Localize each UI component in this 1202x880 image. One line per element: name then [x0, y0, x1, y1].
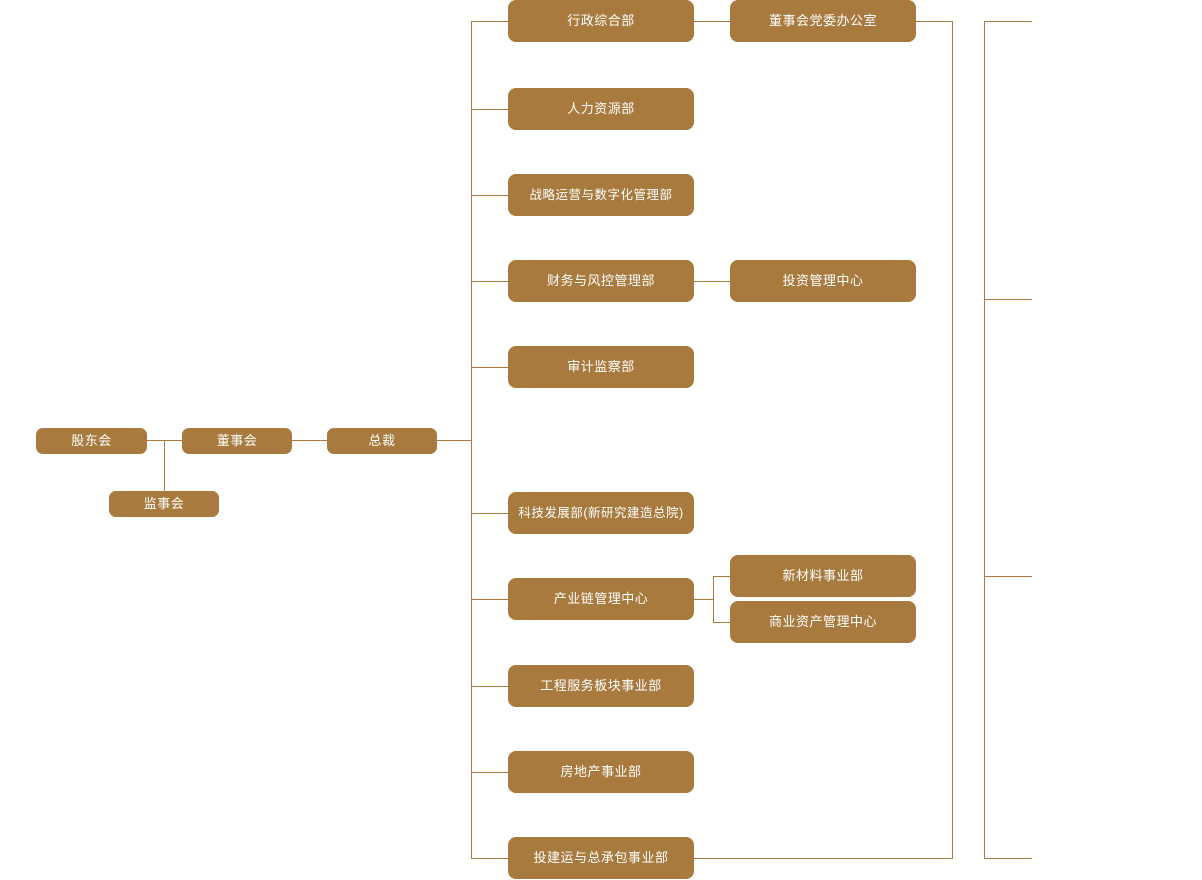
node-president[interactable]: 总裁 [327, 428, 437, 454]
bracket-outer-stub-bottom [984, 858, 1032, 859]
bracket-inner-top-stub [916, 21, 953, 22]
connector-spine-to-dept-1 [471, 21, 509, 22]
connector-dept4-to-investment-center [694, 281, 731, 282]
bracket-inner-bottom-stub [694, 858, 953, 859]
node-upper-dept-2[interactable]: 人力资源部 [508, 88, 694, 130]
node-board-party-office[interactable]: 董事会党委办公室 [730, 0, 916, 42]
node-investment-management-center[interactable]: 投资管理中心 [730, 260, 916, 302]
connector-spine-to-dept-5 [471, 367, 509, 368]
connector-spine-to-dept-9 [471, 772, 509, 773]
connector-spine-to-dept-6 [471, 513, 509, 514]
connector-dept1-to-party-office [694, 21, 731, 22]
node-upper-dept-5[interactable]: 审计监察部 [508, 346, 694, 388]
node-upper-dept-3[interactable]: 战略运营与数字化管理部 [508, 174, 694, 216]
connector-supplychain-riser [713, 576, 714, 623]
connector-shareholders-to-board [147, 440, 183, 441]
connector-spine-to-dept-4 [471, 281, 509, 282]
bracket-outer-stub-upper-mid [984, 299, 1032, 300]
bracket-outer-stub-lower-mid [984, 576, 1032, 577]
connector-board-to-president [291, 440, 328, 441]
connector-supplychain-to-asset-center [713, 622, 731, 623]
bracket-outer-spine [984, 21, 985, 859]
connector-spine-to-dept-8 [471, 686, 509, 687]
node-lower-dept-4[interactable]: 房地产事业部 [508, 751, 694, 793]
node-upper-dept-1[interactable]: 行政综合部 [508, 0, 694, 42]
node-upper-dept-4[interactable]: 财务与风控管理部 [508, 260, 694, 302]
node-lower-dept-2[interactable]: 产业链管理中心 [508, 578, 694, 620]
connector-spine-to-dept-2 [471, 109, 509, 110]
node-board-of-directors[interactable]: 董事会 [182, 428, 292, 454]
connector-supplychain-stem [694, 599, 714, 600]
bracket-outer-stub-top [984, 21, 1032, 22]
spine-president-departments [471, 21, 472, 859]
node-lower-dept-1[interactable]: 科技发展部(新研究建造总院) [508, 492, 694, 534]
connector-supplychain-to-new-materials [713, 576, 731, 577]
node-shareholders-meeting[interactable]: 股东会 [36, 428, 147, 454]
connector-spine-to-dept-7 [471, 599, 509, 600]
node-lower-dept-3[interactable]: 工程服务板块事业部 [508, 665, 694, 707]
node-commercial-asset-management-center[interactable]: 商业资产管理中心 [730, 601, 916, 643]
connector-spine-to-dept-10 [471, 858, 509, 859]
connector-spine-to-dept-3 [471, 195, 509, 196]
connector-president-to-spine [436, 440, 472, 441]
bracket-inner-spine [952, 21, 953, 859]
node-lower-dept-5[interactable]: 投建运与总承包事业部 [508, 837, 694, 879]
connector-board-to-supervisory [164, 440, 165, 492]
node-supervisory-board[interactable]: 监事会 [109, 491, 219, 517]
node-new-materials-division[interactable]: 新材料事业部 [730, 555, 916, 597]
